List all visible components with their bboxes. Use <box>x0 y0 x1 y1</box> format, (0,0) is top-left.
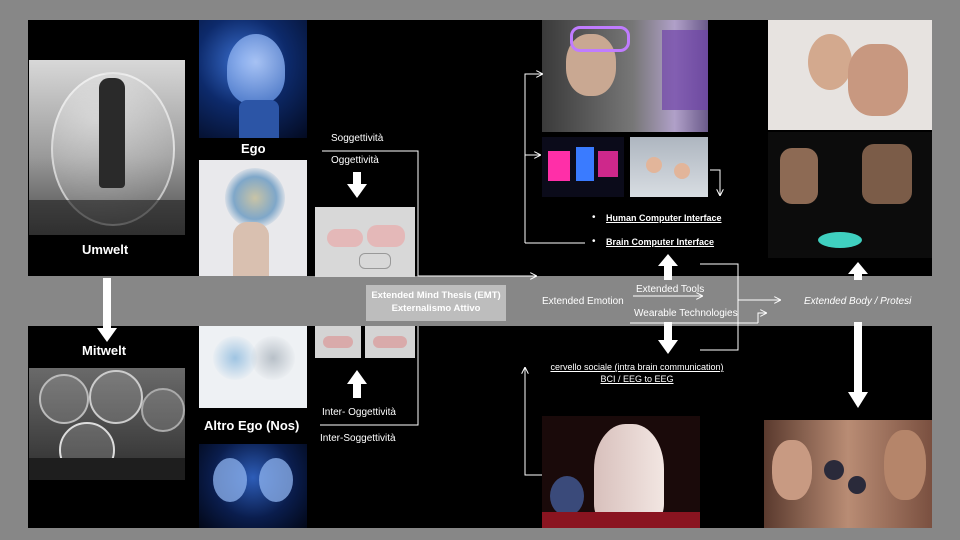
extended-emotion-label: Extended Emotion <box>542 296 624 307</box>
neon-interface-image <box>542 137 624 197</box>
headset-woman-image <box>542 20 708 132</box>
bci-label: Brain Computer Interface <box>606 237 715 247</box>
emt-subtitle: Externalismo Attivo <box>391 303 481 314</box>
cervello-pods-image <box>542 416 700 528</box>
emt-title: Extended Mind Thesis (EMT) <box>371 290 501 301</box>
umwelt-bubble-image <box>29 60 185 235</box>
prosthetic-sculpture-image <box>768 20 932 130</box>
hands-image <box>315 207 415 277</box>
floating-people-image <box>630 137 708 197</box>
ego-head-image <box>199 20 307 138</box>
inter-oggettivita-label: Inter- Oggettività <box>322 407 396 418</box>
hci-bullet: • <box>592 212 596 223</box>
bottom-band <box>0 528 960 540</box>
hci-label: Human Computer Interface <box>606 213 722 223</box>
cervello-sociale-label: cervello sociale (intra brain communicat… <box>550 362 724 372</box>
altro-ego-heads-image <box>199 444 307 528</box>
oggettivita-label: Oggettività <box>331 155 379 166</box>
small-hands-image-1 <box>315 326 361 358</box>
bci-bullet: • <box>592 236 596 247</box>
bci-eeg-label: BCI / EEG to EEG <box>600 374 674 384</box>
inter-soggettivita-label: Inter-Soggettività <box>320 433 396 444</box>
wearable-technologies-label: Wearable Technologies <box>634 308 738 319</box>
extended-body-label: Extended Body / Protesi <box>804 296 912 307</box>
extended-body-faces-image <box>764 420 932 528</box>
extended-body-performers-image <box>768 132 932 258</box>
mitwelt-label: Mitwelt <box>82 343 127 358</box>
ego-label: Ego <box>241 141 266 156</box>
mitwelt-bubbles-image <box>29 368 185 480</box>
soggettivita-label: Soggettività <box>331 133 384 144</box>
extended-tools-label: Extended Tools <box>636 284 705 295</box>
spiky-head-image <box>199 160 307 276</box>
altro-ego-spiky-image <box>199 326 307 408</box>
right-band <box>932 0 960 540</box>
left-band <box>0 0 28 540</box>
altro-ego-label: Altro Ego (Nos) <box>204 418 300 433</box>
small-hands-image-2 <box>365 326 415 358</box>
top-band <box>0 0 960 20</box>
umwelt-label: Umwelt <box>82 242 129 257</box>
emt-box: Extended Mind Thesis (EMT) Externalismo … <box>366 285 506 321</box>
